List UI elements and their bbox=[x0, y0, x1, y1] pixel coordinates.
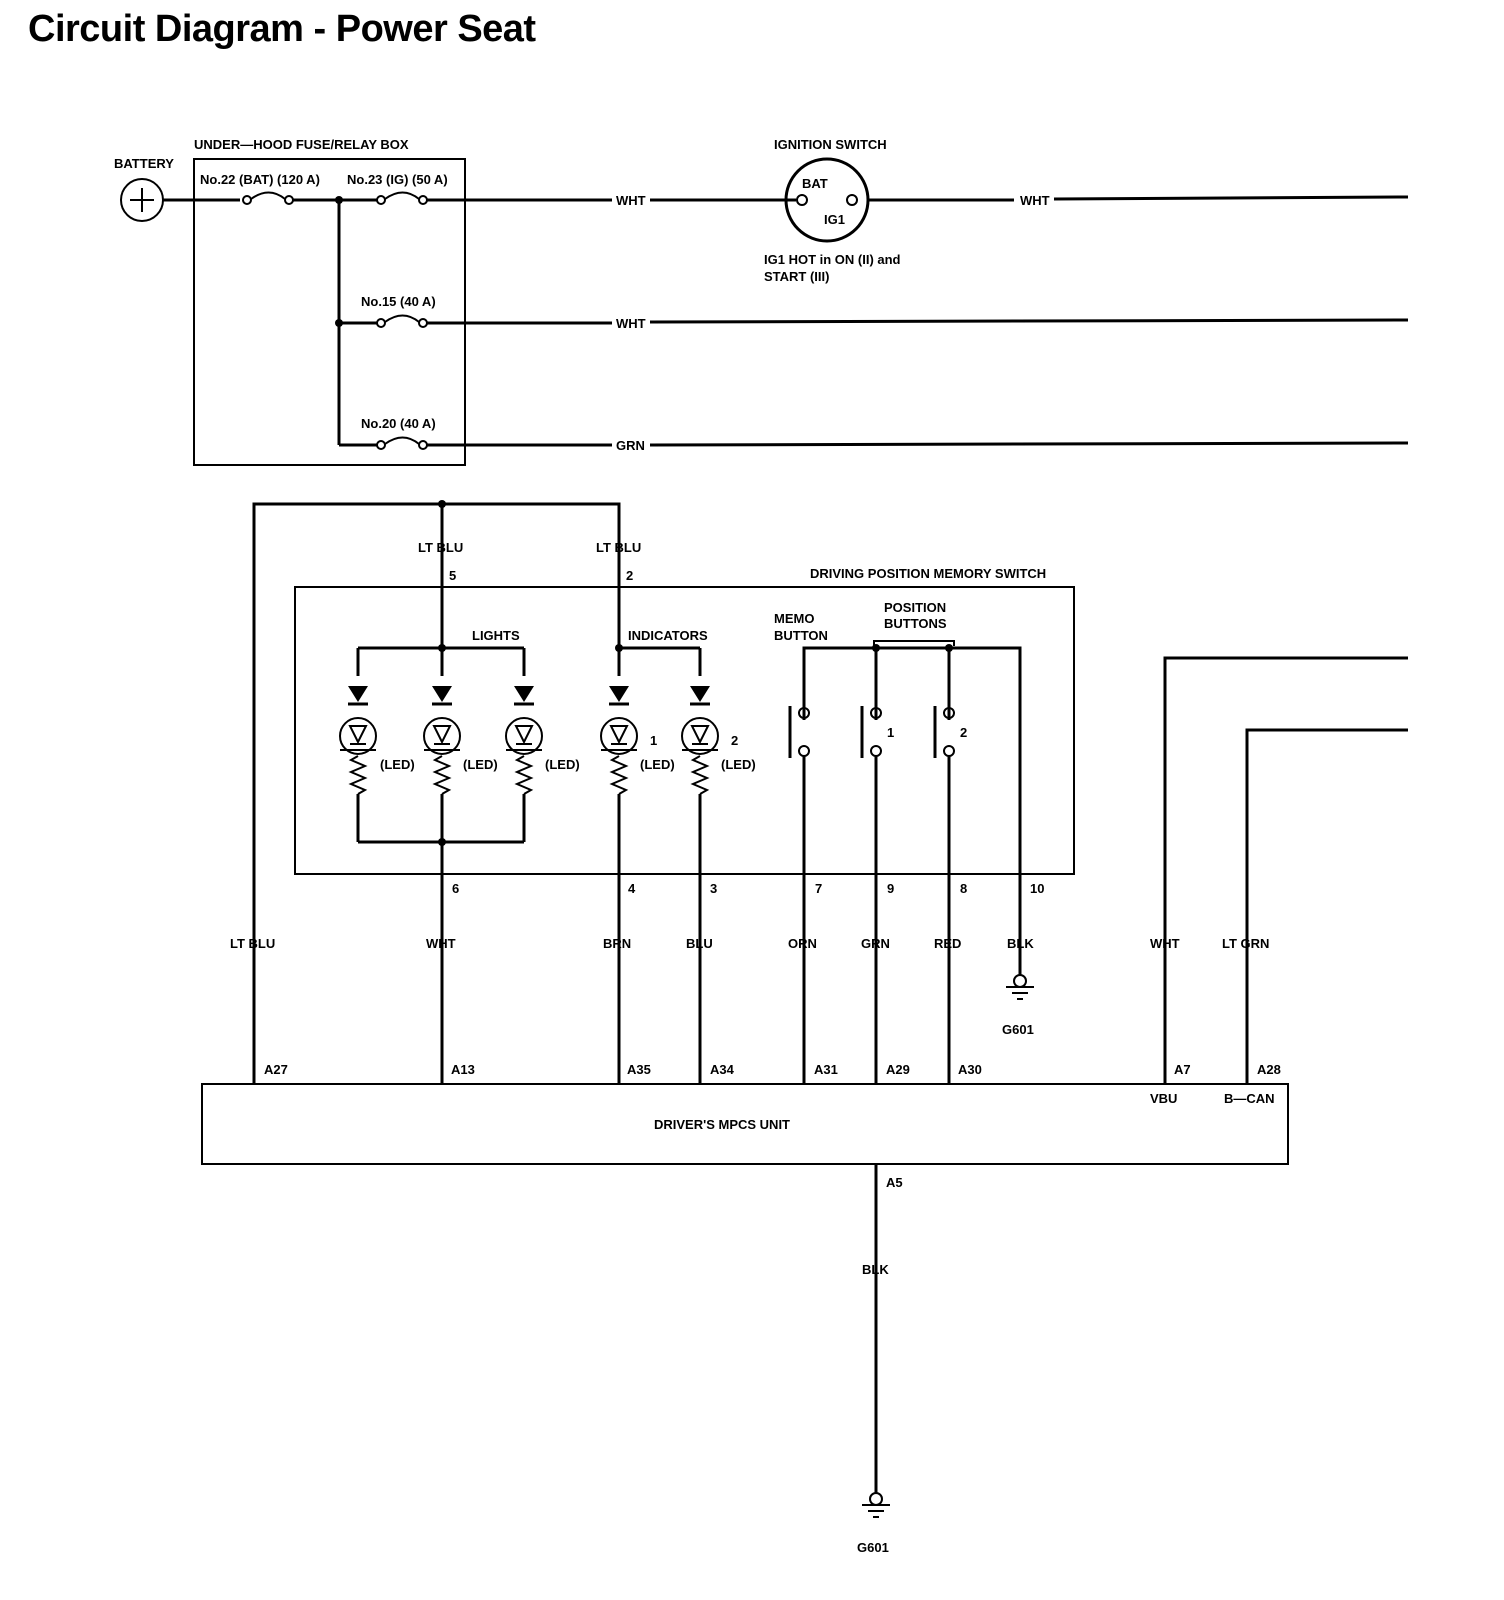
ground-symbol-1 bbox=[1005, 974, 1035, 1000]
pin-7: 7 bbox=[815, 881, 822, 896]
led-light-3 bbox=[504, 684, 544, 796]
indicator-num-1: 1 bbox=[650, 733, 657, 748]
mpcs-unit-label: DRIVER'S MPCS UNIT bbox=[654, 1117, 790, 1132]
pin-3: 3 bbox=[710, 881, 717, 896]
pin-4: 4 bbox=[628, 881, 636, 896]
led-label-2: (LED) bbox=[463, 757, 498, 772]
wire-wht-ig: WHT bbox=[1020, 193, 1050, 208]
led-light-1 bbox=[338, 684, 378, 796]
wire-grn-a29: GRN bbox=[861, 936, 890, 951]
wire-grn-20: GRN bbox=[616, 438, 645, 453]
unit-bcan: B—CAN bbox=[1224, 1091, 1275, 1106]
position-label-1: POSITION bbox=[884, 600, 946, 615]
button-num-1: 1 bbox=[887, 725, 894, 740]
position-label-2: BUTTONS bbox=[884, 616, 947, 631]
wire-wht-23: WHT bbox=[616, 193, 646, 208]
ignition-note-1: IG1 HOT in ON (II) and bbox=[764, 252, 901, 267]
pin-a28: A28 bbox=[1257, 1062, 1281, 1077]
wire-ltblu-2: LT BLU bbox=[596, 540, 641, 555]
ground-label-1: G601 bbox=[1002, 1022, 1034, 1037]
led-label-4: (LED) bbox=[640, 757, 675, 772]
position-button-1 bbox=[860, 706, 882, 758]
ground-label-2: G601 bbox=[857, 1540, 889, 1555]
pin-a30: A30 bbox=[958, 1062, 982, 1077]
pin-6: 6 bbox=[452, 881, 459, 896]
pin-a35: A35 bbox=[627, 1062, 651, 1077]
ignition-ig1: IG1 bbox=[824, 212, 845, 227]
wire-brn-a35: BRN bbox=[603, 936, 631, 951]
memory-switch-label: DRIVING POSITION MEMORY SWITCH bbox=[810, 566, 1046, 581]
fuse-box-label: UNDER—HOOD FUSE/RELAY BOX bbox=[194, 137, 409, 152]
led-label-1: (LED) bbox=[380, 757, 415, 772]
mpcs-unit bbox=[201, 1083, 1289, 1165]
wire-wht-15: WHT bbox=[616, 316, 646, 331]
unit-vbu: VBU bbox=[1150, 1091, 1177, 1106]
ignition-switch bbox=[784, 157, 870, 243]
wire-ltblu-5: LT BLU bbox=[418, 540, 463, 555]
pin-5: 5 bbox=[449, 568, 456, 583]
pin-a27: A27 bbox=[264, 1062, 288, 1077]
led-label-3: (LED) bbox=[545, 757, 580, 772]
pin-a5: A5 bbox=[886, 1175, 903, 1190]
position-button-2 bbox=[933, 706, 955, 758]
lights-label: LIGHTS bbox=[472, 628, 520, 643]
fuse-20-label: No.20 (40 A) bbox=[361, 416, 436, 431]
pin-9: 9 bbox=[887, 881, 894, 896]
pin-10: 10 bbox=[1030, 881, 1044, 896]
led-light-2 bbox=[422, 684, 462, 796]
fuse-23-label: No.23 (IG) (50 A) bbox=[347, 172, 448, 187]
pin-a13: A13 bbox=[451, 1062, 475, 1077]
memo-label-2: BUTTON bbox=[774, 628, 828, 643]
memo-label-1: MEMO bbox=[774, 611, 814, 626]
pin-a31: A31 bbox=[814, 1062, 838, 1077]
pin-2: 2 bbox=[626, 568, 633, 583]
button-num-2: 2 bbox=[960, 725, 967, 740]
led-label-5: (LED) bbox=[721, 757, 756, 772]
wire-blk-gnd: BLK bbox=[1007, 936, 1034, 951]
wire-blu-a34: BLU bbox=[686, 936, 713, 951]
pin-a29: A29 bbox=[886, 1062, 910, 1077]
ground-symbol-2 bbox=[861, 1492, 891, 1518]
wire-blk-a5: BLK bbox=[862, 1262, 889, 1277]
wire-orn-a31: ORN bbox=[788, 936, 817, 951]
led-indicator-2 bbox=[680, 684, 720, 796]
wire-wht-a13: WHT bbox=[426, 936, 456, 951]
wire-ltblu-a27: LT BLU bbox=[230, 936, 275, 951]
fuse-15-label: No.15 (40 A) bbox=[361, 294, 436, 309]
indicators-label: INDICATORS bbox=[628, 628, 708, 643]
pin-a34: A34 bbox=[710, 1062, 735, 1077]
led-indicator-1 bbox=[599, 684, 639, 796]
ignition-bat: BAT bbox=[802, 176, 828, 191]
fuse-relay-box bbox=[193, 158, 466, 466]
page-title: Circuit Diagram - Power Seat bbox=[28, 8, 536, 50]
wire-red-a30: RED bbox=[934, 936, 961, 951]
battery-label: BATTERY bbox=[114, 156, 174, 171]
memory-switch-box bbox=[294, 586, 1075, 875]
fuse-22-label: No.22 (BAT) (120 A) bbox=[200, 172, 320, 187]
pin-a7: A7 bbox=[1174, 1062, 1191, 1077]
indicator-num-2: 2 bbox=[731, 733, 738, 748]
memo-button bbox=[788, 706, 810, 758]
pin-8: 8 bbox=[960, 881, 967, 896]
ignition-note-2: START (III) bbox=[764, 269, 829, 284]
ignition-switch-label: IGNITION SWITCH bbox=[774, 137, 887, 152]
